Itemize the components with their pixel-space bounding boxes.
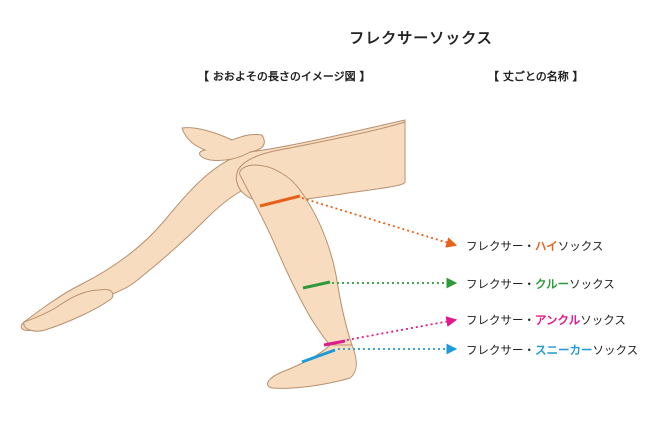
front-foot [267, 344, 357, 389]
label-suffix: ソックス [557, 239, 604, 253]
illustration-heading: 【 おおよその長さのイメージ図 】 [198, 70, 371, 83]
label-suffix: ソックス [592, 343, 639, 357]
high-sock-leader [301, 197, 458, 248]
label-prefix: フレクサー・ [466, 313, 535, 327]
label-ankle-socks: フレクサー・アンクルソックス [466, 312, 626, 328]
hand [181, 127, 265, 161]
ankle-sock-marker [323, 339, 346, 347]
label-prefix: フレクサー・ [466, 239, 535, 253]
diagram-title: フレクサーソックス [349, 29, 493, 47]
crew-sock-marker [302, 280, 331, 290]
names-heading: 【 丈ごとの名称 】 [488, 70, 584, 83]
high-sock-marker [259, 194, 301, 208]
label-prefix: フレクサー・ [466, 277, 535, 291]
label-crew-socks: フレクサー・クルーソックス [466, 276, 615, 292]
label-high-socks: フレクサー・ハイソックス [466, 238, 603, 254]
label-suffix: ソックス [569, 277, 615, 291]
label-prefix: フレクサー・ [466, 343, 535, 357]
ankle-sock-leader [346, 316, 458, 341]
front-shin [239, 164, 353, 346]
label-sneaker-socks: フレクサー・スニーカーソックス [466, 342, 638, 358]
label-highlight: スニーカー [535, 343, 593, 357]
label-highlight: ハイ [535, 239, 558, 253]
back-foot [23, 289, 114, 332]
label-suffix: ソックス [580, 313, 626, 327]
label-highlight: アンクル [535, 313, 581, 327]
sneaker-sock-marker [301, 348, 336, 364]
label-highlight: クルー [535, 277, 570, 291]
